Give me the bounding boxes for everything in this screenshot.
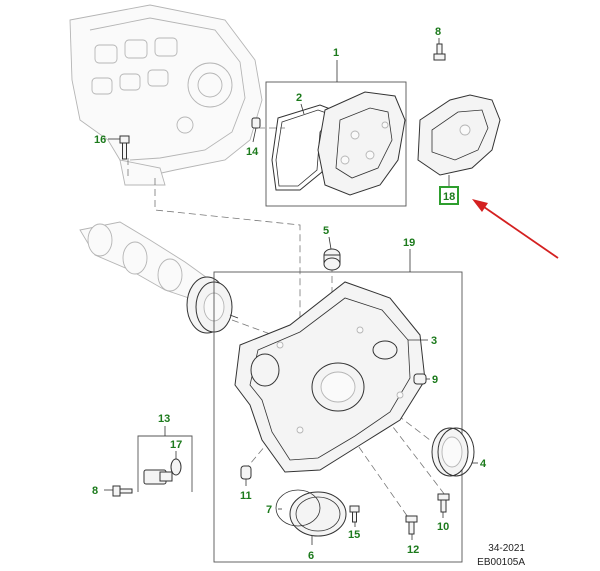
date-code: 34-2021 [488, 543, 525, 554]
red-pointer-arrow [472, 199, 559, 259]
sensor-17 [143, 458, 182, 485]
callout-14: 14 [246, 146, 259, 158]
callout-8-bottom: 8 [92, 485, 98, 497]
callout-9: 9 [432, 374, 438, 386]
seal-5 [323, 248, 341, 271]
bracket-18 [417, 94, 501, 176]
callout-12: 12 [407, 544, 419, 556]
cover-plate-1 [317, 91, 406, 196]
callout-1: 1 [333, 47, 339, 59]
callout-19: 19 [403, 237, 415, 249]
callout-2: 2 [296, 92, 302, 104]
callout-7: 7 [266, 504, 272, 516]
bush-9 [413, 373, 427, 385]
callout-18: 18 [443, 191, 455, 203]
callout-16: 16 [94, 134, 106, 146]
group-box-19 [213, 271, 463, 563]
o-ring-7 [275, 489, 321, 527]
callout-8-top: 8 [435, 26, 441, 38]
callout-10: 10 [437, 521, 449, 533]
cover-6 [289, 491, 347, 537]
dowel-14 [251, 117, 261, 129]
bolt-16 [119, 135, 130, 160]
callout-11: 11 [240, 490, 252, 502]
oil-seal-4 [431, 427, 475, 477]
bolt-10 [437, 493, 450, 513]
bolt-15 [349, 505, 360, 523]
crankshaft-ghost [79, 221, 211, 301]
bolt-8-bottom [112, 485, 133, 497]
callout-5: 5 [323, 225, 329, 237]
reference-code: EB00105A [477, 557, 525, 568]
callout-15: 15 [348, 529, 360, 541]
highlight-box-18 [439, 186, 459, 205]
bolt-8-top [433, 43, 446, 61]
callout-3: 3 [431, 335, 437, 347]
group-box-1 [265, 81, 407, 207]
callout-17: 17 [170, 439, 182, 451]
callout-13: 13 [158, 413, 170, 425]
flywheel-ring [186, 276, 239, 334]
callout-6: 6 [308, 550, 314, 562]
bolt-12 [405, 515, 418, 535]
dowel-11 [240, 465, 252, 480]
housing-3 [234, 281, 426, 473]
callout-4: 4 [480, 458, 487, 470]
engine-block-ghost [69, 4, 263, 186]
